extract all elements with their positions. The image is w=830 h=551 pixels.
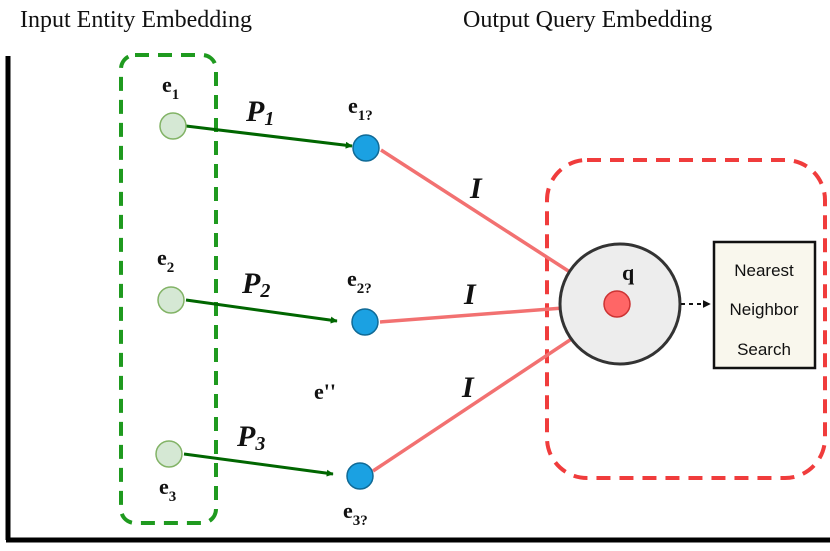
input-node-e3 (155, 440, 183, 468)
output-query-box (545, 158, 827, 480)
intersection-edge-1 (380, 148, 606, 296)
search-box-line-2: Neighbor (730, 300, 799, 319)
label-e1: e1 (162, 72, 179, 103)
label-e2: e2 (157, 245, 174, 276)
projection-edge-2 (185, 298, 338, 324)
intersection-edge-3 (372, 314, 608, 473)
search-box-line-1: Nearest (734, 261, 794, 280)
query-node (603, 290, 631, 318)
input-node-e1 (159, 112, 187, 140)
projection-edge-3 (183, 452, 334, 477)
label-i2: I (463, 278, 477, 311)
projected-node-e2 (351, 308, 379, 336)
label-i3: I (461, 371, 475, 404)
label-i1: I (469, 172, 483, 205)
label-e-double-prime: e'' (314, 379, 336, 404)
input-node-e2 (157, 286, 185, 314)
label-e3q: e3? (343, 498, 368, 529)
projection-edge-1 (185, 124, 353, 149)
label-e1q: e1? (348, 93, 373, 124)
nearest-neighbor-search-box (712, 240, 817, 370)
input-title: Input Entity Embedding (20, 7, 252, 33)
projected-node-e3 (346, 462, 374, 490)
label-e3: e3 (159, 474, 176, 505)
label-p1: P1 (245, 95, 274, 130)
projected-node-e1 (352, 134, 380, 162)
label-e2q: e2? (347, 266, 372, 297)
output-title: Output Query Embedding (463, 7, 712, 33)
label-p2: P2 (241, 267, 270, 302)
query-label: q (622, 260, 635, 285)
search-box-line-3: Search (737, 340, 791, 359)
label-p3: P3 (236, 420, 265, 455)
input-entity-box (119, 53, 218, 525)
